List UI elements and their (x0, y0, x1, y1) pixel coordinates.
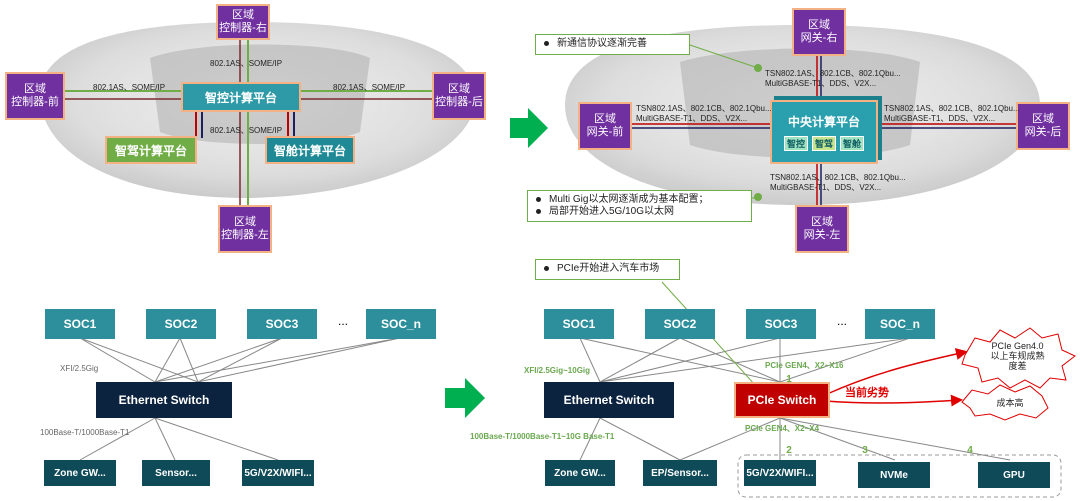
link-label-bottom: 802.1AS、SOME/IP (210, 126, 283, 135)
central-compute-chips: 智控智驾智舱 (782, 136, 866, 151)
soc-3-right: SOC3 (746, 309, 816, 339)
soc-1: SOC1 (45, 309, 115, 339)
zone-controller-front: 区域 控制器-前 (5, 72, 65, 120)
tsn-label-left: TSN802.1AS、802.1CB、802.1Qbu... MultiGBAS… (636, 104, 772, 123)
cloud-cost: 成本高 (996, 398, 1024, 408)
note-protocols: 新通信协议逐渐完善 (535, 34, 690, 55)
marker-4: 4 (967, 444, 973, 456)
leaf-ep-sensor: EP/Sensor... (643, 460, 717, 486)
link-label-right: 802.1AS、SOME/IP (333, 83, 406, 92)
tsn-label-right: TSN802.1AS、802.1CB、802.1Qbu... MultiGBAS… (884, 104, 1020, 123)
marker-3: 3 (862, 444, 868, 456)
marker-1: 1 (786, 373, 792, 385)
current-disadvantage: 当前劣势 (845, 387, 889, 399)
tsn-label-top: TSN802.1AS、802.1CB、802.1Qbu... MultiGBAS… (765, 69, 901, 88)
note-multigig: Multi Gig以太网逐渐成为基本配置； 局部开始进入5G/10G以太网 (527, 190, 752, 222)
soc-2: SOC2 (146, 309, 216, 339)
link-label-pcie-bottom: PCIe GEN4、X2~X4 (745, 424, 820, 433)
link-label-xfi-10g: XFI/2.5Gig~10Gig (524, 366, 591, 375)
soc-2-right: SOC2 (645, 309, 715, 339)
soc-ellipsis: ... (338, 314, 349, 328)
cabin-compute-platform: 智舱计算平台 (265, 136, 355, 164)
adas-compute-platform: 智驾计算平台 (105, 136, 197, 164)
central-compute-title: 中央计算平台 (787, 115, 860, 129)
link-label-top: 802.1AS、SOME/IP (210, 59, 283, 68)
note-pcie-text: PCIe开始进入汽车市场 (557, 263, 660, 274)
zone-gateway-front: 区域 网关-前 (578, 102, 632, 150)
zone-controller-left: 区域 控制器-左 (218, 205, 272, 253)
chip-control: 智控 (783, 136, 808, 151)
leaf-5g-v2x-wifi: 5G/V2X/WIFI... (242, 460, 314, 486)
soc-n: SOC_n (366, 309, 436, 339)
link-label-100base: 100Base-T/1000Base-T1 (40, 428, 130, 437)
leaf-5g-v2x-wifi-right: 5G/V2X/WIFI... (744, 460, 816, 486)
cloud-maturity: PCIe Gen4.0 以上车规成熟 度差 (990, 341, 1045, 371)
leaf-sensor: Sensor... (142, 460, 210, 486)
tsn-label-bottom: TSN802.1AS、802.1CB、802.1Qbu... MultiGBAS… (770, 173, 906, 192)
central-compute-platform: 中央计算平台 智控智驾智舱 (770, 100, 878, 164)
leaf-zone-gw-right: Zone GW... (545, 460, 615, 486)
zone-controller-rear: 区域 控制器-后 (432, 72, 486, 120)
note-multigig-line2: 局部开始进入5G/10G以太网 (549, 206, 675, 217)
marker-2: 2 (786, 444, 792, 456)
note-pcie: PCIe开始进入汽车市场 (535, 259, 680, 280)
ethernet-switch: Ethernet Switch (96, 382, 232, 418)
zone-gateway-right: 区域 网关-右 (792, 8, 846, 56)
note-multigig-line1: Multi Gig以太网逐渐成为基本配置； (549, 194, 709, 205)
link-label-pcie-top: PCIe GEN4、X2~X16 (765, 361, 844, 370)
link-label-left: 802.1AS、SOME/IP (93, 83, 166, 92)
zone-gateway-rear: 区域 网关-后 (1016, 102, 1070, 150)
chip-adas: 智驾 (811, 136, 836, 151)
chip-cabin: 智舱 (840, 136, 865, 151)
ethernet-switch-right: Ethernet Switch (544, 382, 674, 418)
soc-1-right: SOC1 (544, 309, 614, 339)
leaf-nvme: NVMe (858, 462, 930, 488)
soc-3: SOC3 (247, 309, 317, 339)
leaf-zone-gw: Zone GW... (44, 460, 116, 486)
pcie-switch: PCIe Switch (734, 382, 830, 418)
link-label-10gbase: 100Base-T/1000Base-T1~10G Base-T1 (470, 432, 615, 441)
soc-ellipsis-right: ... (837, 314, 848, 328)
zone-controller-right: 区域 控制器-右 (216, 4, 270, 40)
link-label-xfi: XFI/2.5Gig (60, 364, 99, 373)
zone-gateway-left: 区域 网关-左 (795, 205, 849, 253)
note-protocols-text: 新通信协议逐渐完善 (557, 38, 647, 49)
leaf-gpu: GPU (978, 462, 1050, 488)
central-control-platform: 智控计算平台 (181, 82, 301, 112)
soc-n-right: SOC_n (865, 309, 935, 339)
